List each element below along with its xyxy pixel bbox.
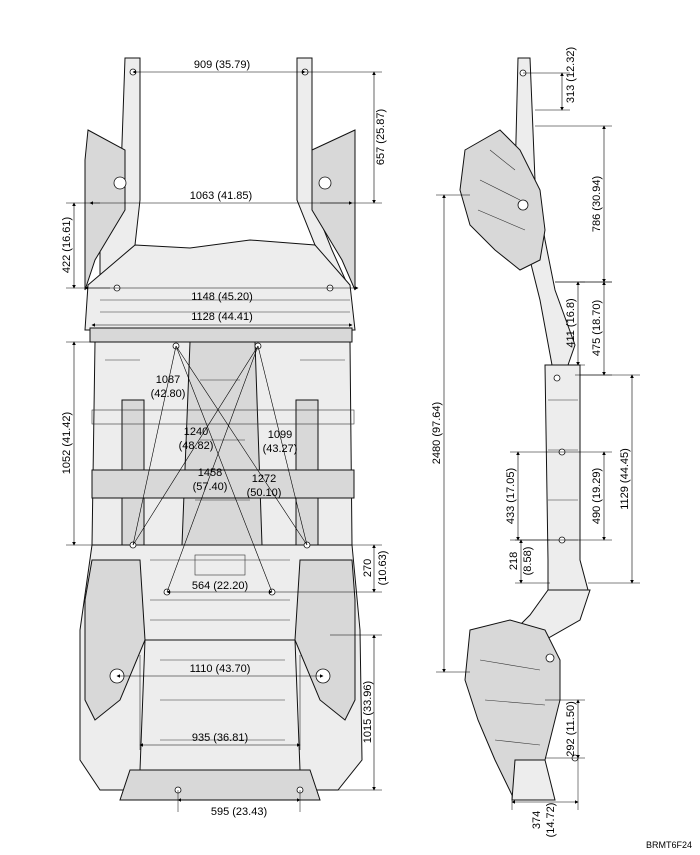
- side-profile-view-icon: [459, 57, 591, 801]
- dim-909: 909 (35.79): [194, 59, 250, 71]
- dim-1148: 1148 (45.20): [191, 291, 253, 303]
- dim-218-in: (8.58): [522, 547, 534, 576]
- dim-1458-mm: 1458: [198, 467, 222, 479]
- dim-270-in: (10.63): [377, 551, 389, 586]
- dim-935: 935 (36.81): [192, 732, 248, 744]
- dim-1458-in: (57.40): [193, 481, 228, 493]
- dim-1015: 1015 (33.96): [362, 681, 374, 743]
- dim-411: 411 (16.8): [565, 298, 577, 347]
- plan-dimension-lines: [66, 70, 382, 812]
- dim-2480: 2480 (97.64): [431, 402, 443, 464]
- dim-490: 490 (19.29): [591, 468, 603, 524]
- dim-595: 595 (23.43): [211, 806, 267, 818]
- dim-422: 422 (16.61): [61, 217, 73, 273]
- dimension-labels: 909 (35.79) 1063 (41.85) 1148 (45.20) 11…: [61, 47, 692, 850]
- dim-657: 657 (25.87): [375, 109, 387, 165]
- dim-1129: 1129 (44.45): [619, 448, 631, 510]
- dim-786: 786 (30.94): [591, 176, 603, 232]
- dim-1099-in: (43.27): [263, 443, 298, 455]
- dim-292: 292 (11.50): [565, 701, 577, 756]
- dim-1099-mm: 1099: [268, 429, 292, 441]
- dim-1272-mm: 1272: [252, 473, 276, 485]
- dim-433: 433 (17.05): [505, 468, 517, 524]
- dim-1128: 1128 (44.41): [191, 311, 253, 323]
- figure-code: BRMT6F24: [646, 840, 692, 850]
- dim-564: 564 (22.20): [192, 580, 248, 592]
- dim-475: 475 (18.70): [591, 300, 603, 356]
- side-dimension-lines: [436, 72, 640, 810]
- underbody-plan-view-icon: [79, 57, 363, 801]
- dim-1110: 1110 (43.70): [190, 663, 251, 675]
- dim-1087-in: (42.80): [151, 388, 186, 400]
- dim-374-in: (14.72): [545, 803, 557, 838]
- dim-1272-in: (50.10): [247, 487, 282, 499]
- dim-1240-mm: 1240: [184, 426, 208, 438]
- dim-1240-in: (48.82): [179, 440, 214, 452]
- dim-1052: 1052 (41.42): [61, 412, 73, 474]
- dim-218-mm: 218: [508, 552, 520, 570]
- dim-374-mm: 374: [531, 811, 543, 829]
- dim-313: 313 (12.32): [565, 47, 577, 103]
- dim-270-mm: 270: [362, 559, 374, 577]
- dim-1063: 1063 (41.85): [190, 190, 252, 202]
- dim-1087-mm: 1087: [156, 374, 180, 386]
